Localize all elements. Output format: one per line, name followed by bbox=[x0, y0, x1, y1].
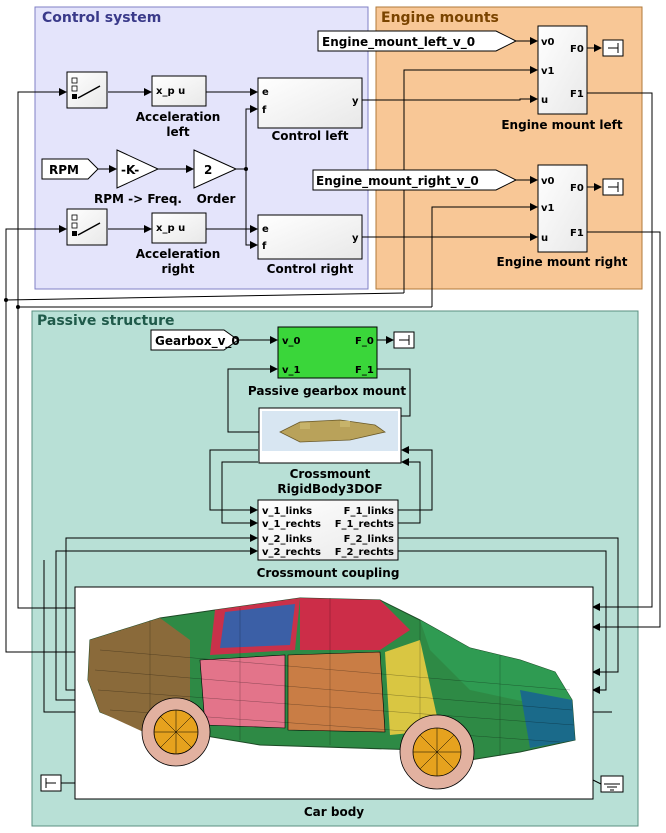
gbm-port-f0: F_0 bbox=[355, 336, 374, 347]
order-value: 2 bbox=[204, 163, 212, 177]
gbm-label: Passive gearbox mount bbox=[248, 384, 406, 398]
gain-label: RPM -> Freq. bbox=[94, 192, 182, 206]
em-right-inport-label: Engine_mount_right_v_0 bbox=[316, 174, 479, 189]
passive-gearbox-mount-block[interactable]: v_0 v_1 F_0 F_1 Passive gearbox mount bbox=[248, 326, 406, 398]
control-right-port-f: f bbox=[262, 241, 267, 252]
switch-left[interactable] bbox=[66, 71, 108, 109]
coupling-port-f2-rechts: F_2_rechts bbox=[335, 547, 394, 558]
engine-mount-right-block[interactable]: v0 v1 u F0 F1 Engine mount right bbox=[497, 164, 628, 269]
acc-left-ports: x_p u bbox=[156, 86, 185, 97]
control-right-label: Control right bbox=[267, 262, 354, 276]
coupling-label: Crossmount coupling bbox=[257, 566, 400, 580]
rpm-inport[interactable]: RPM bbox=[41, 158, 99, 180]
em-left-port-u: u bbox=[541, 95, 548, 106]
crossmount-coupling-block[interactable]: v_1_links v_1_rechts v_2_links v_2_recht… bbox=[257, 499, 400, 580]
em-right-port-f0: F0 bbox=[570, 183, 584, 194]
car-body-label: Car body bbox=[304, 805, 364, 819]
control-left-label: Control left bbox=[272, 129, 349, 143]
control-system-title: Control system bbox=[42, 10, 161, 26]
crossmount-label2: RigidBody3DOF bbox=[277, 482, 382, 496]
rpm-inport-label: RPM bbox=[49, 163, 79, 177]
control-right-port-e: e bbox=[262, 224, 269, 235]
coupling-port-v1-links: v_1_links bbox=[262, 506, 312, 517]
terminator-em-right[interactable] bbox=[602, 178, 624, 196]
engine-mount-left-inport[interactable]: Engine_mount_left_v_0 bbox=[317, 30, 518, 52]
em-right-port-v1: v1 bbox=[541, 203, 555, 214]
coupling-port-v2-rechts: v_2_rechts bbox=[262, 547, 321, 558]
gain-value: -K- bbox=[121, 163, 139, 177]
control-left-block[interactable]: e f y Control left bbox=[257, 77, 363, 143]
em-left-label: Engine mount left bbox=[501, 118, 623, 132]
connection-port-icon bbox=[40, 774, 62, 792]
em-left-port-f0: F0 bbox=[570, 44, 584, 55]
engine-mount-left-block[interactable]: v0 v1 u F0 F1 Engine mount left bbox=[501, 25, 623, 132]
engine-mounts-area[interactable]: Engine mounts bbox=[375, 6, 643, 290]
coupling-port-f1-rechts: F_1_rechts bbox=[335, 519, 394, 530]
em-right-port-u: u bbox=[541, 233, 548, 244]
em-left-port-v0: v0 bbox=[541, 37, 555, 48]
signal-lines bbox=[4, 37, 661, 713]
acc-left-label1: Acceleration bbox=[136, 110, 221, 124]
acceleration-right-block[interactable]: x_p u Acceleration right bbox=[136, 212, 221, 276]
acc-right-label2: right bbox=[162, 262, 195, 276]
passive-structure-title: Passive structure bbox=[37, 313, 175, 329]
gbm-port-v0: v_0 bbox=[282, 336, 301, 347]
control-right-block[interactable]: e f y Control right bbox=[257, 214, 363, 276]
acceleration-left-block[interactable]: x_p u Acceleration left bbox=[136, 75, 221, 139]
gbm-port-v1: v_1 bbox=[282, 365, 301, 376]
acc-left-label2: left bbox=[166, 125, 189, 139]
acc-right-label1: Acceleration bbox=[136, 247, 221, 261]
coupling-port-v1-rechts: v_1_rechts bbox=[262, 519, 321, 530]
gearbox-inport-label: Gearbox_v_0 bbox=[155, 334, 240, 349]
terminator-em-left[interactable] bbox=[602, 39, 624, 57]
gain-block[interactable]: -K- RPM -> Freq. bbox=[94, 149, 182, 206]
em-left-port-f1: F1 bbox=[570, 89, 584, 100]
coupling-port-f1-links: F_1_links bbox=[344, 506, 394, 517]
em-right-label: Engine mount right bbox=[497, 255, 628, 269]
coupling-port-f2-links: F_2_links bbox=[344, 534, 394, 545]
em-right-port-v0: v0 bbox=[541, 176, 555, 187]
em-left-port-v1: v1 bbox=[541, 66, 555, 77]
order-label: Order bbox=[197, 192, 236, 206]
car-body-mesh-image bbox=[87, 597, 576, 790]
em-left-inport-label: Engine_mount_left_v_0 bbox=[322, 35, 475, 50]
engine-mounts-title: Engine mounts bbox=[381, 10, 499, 26]
engine-mount-right-inport[interactable]: Engine_mount_right_v_0 bbox=[312, 169, 518, 191]
acc-right-ports: x_p u bbox=[156, 223, 185, 234]
coupling-port-v2-links: v_2_links bbox=[262, 534, 312, 545]
control-right-port-y: y bbox=[352, 233, 359, 244]
em-right-port-f1: F1 bbox=[570, 228, 584, 239]
ground-icon bbox=[600, 775, 624, 793]
gbm-port-f1: F_1 bbox=[355, 365, 374, 376]
gearbox-inport[interactable]: Gearbox_v_0 bbox=[150, 329, 240, 351]
engine-mounts-background bbox=[375, 6, 643, 290]
control-left-port-e: e bbox=[262, 87, 269, 98]
crossmount-image bbox=[262, 411, 398, 451]
switch-right[interactable] bbox=[66, 208, 108, 246]
terminator-gearbox[interactable] bbox=[393, 331, 415, 349]
control-left-port-y: y bbox=[352, 96, 359, 107]
order-gain-block[interactable]: 2 Order bbox=[193, 149, 238, 206]
car-body-block[interactable]: Car body bbox=[74, 586, 594, 819]
control-left-port-f: f bbox=[262, 105, 267, 116]
crossmount-label1: Crossmount bbox=[290, 467, 371, 481]
crossmount-block[interactable]: Crossmount RigidBody3DOF bbox=[258, 407, 402, 496]
